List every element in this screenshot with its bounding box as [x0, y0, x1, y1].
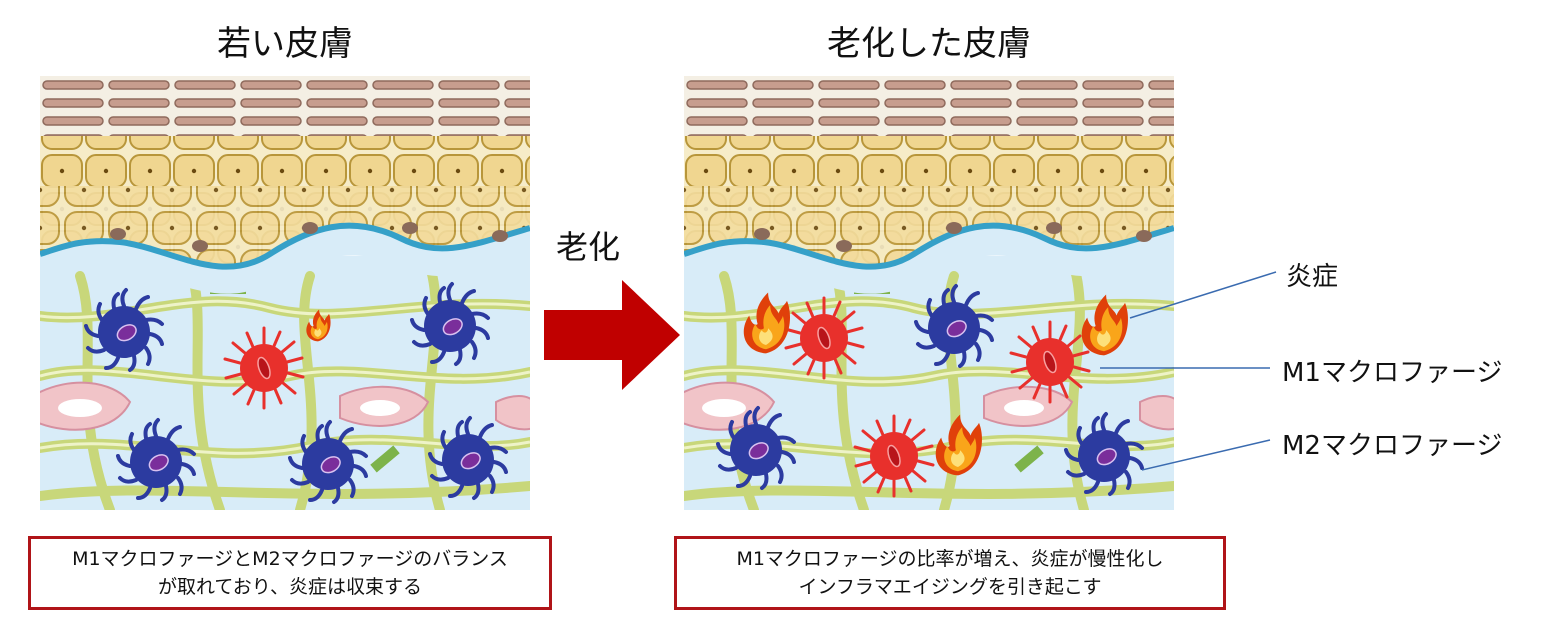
legend-m2-macrophage: M2マクロファージ	[1282, 431, 1503, 461]
caption-aged-skin: M1マクロファージの比率が増え、炎症が慢性化し インフラマエイジングを引き起こす	[674, 536, 1226, 610]
caption-young-skin: M1マクロファージとM2マクロファージのバランス が取れており、炎症は収束する	[28, 536, 552, 610]
title-aged-skin: 老化した皮膚	[827, 24, 1031, 64]
legend-m1-macrophage: M1マクロファージ	[1282, 358, 1503, 388]
caption-aged-line-1: M1マクロファージの比率が増え、炎症が慢性化し	[736, 548, 1164, 570]
caption-young-line-1: M1マクロファージとM2マクロファージのバランス	[72, 548, 508, 570]
aging-label: 老化	[556, 228, 621, 266]
caption-aged-line-2: インフラマエイジングを引き起こす	[798, 576, 1102, 598]
caption-young-line-2: が取れており、炎症は収束する	[157, 576, 423, 598]
aging-arrow-icon	[544, 280, 680, 390]
title-young-skin: 若い皮膚	[217, 24, 353, 64]
legend-inflammation: 炎症	[1286, 262, 1339, 292]
